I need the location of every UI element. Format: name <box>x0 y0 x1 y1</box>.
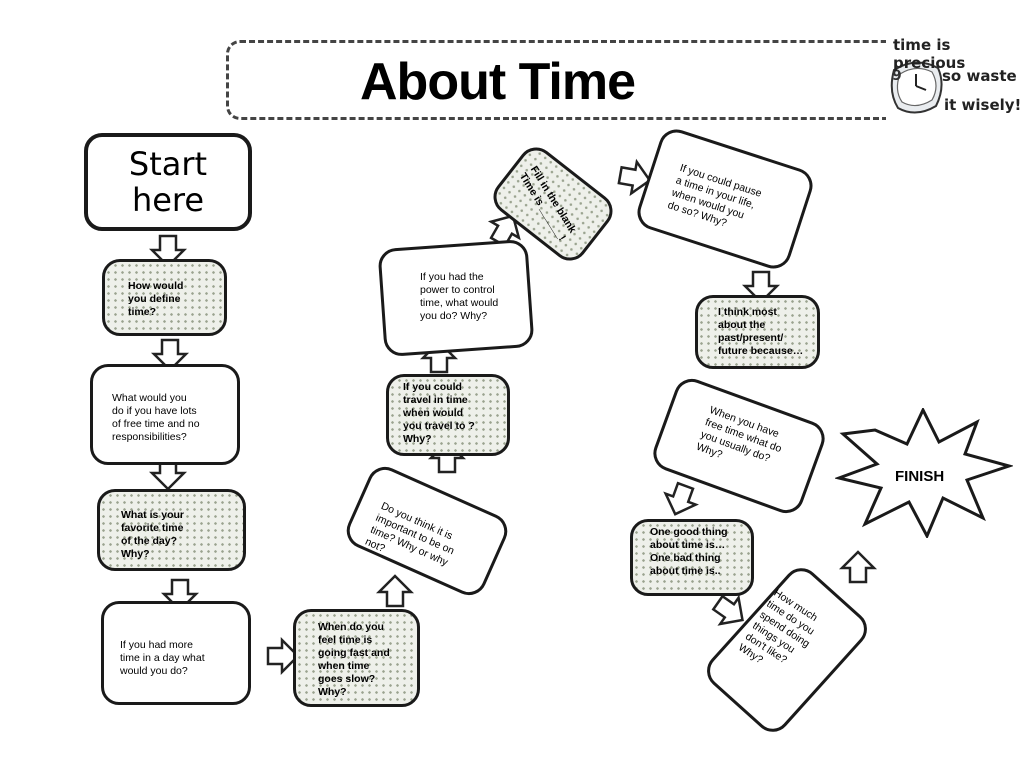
step-5-text: When do you feel time is going fast and … <box>318 621 390 698</box>
start-label: Start here <box>128 145 208 219</box>
step-7-text: If you could travel in time when would y… <box>403 381 475 445</box>
step-8-text: If you had the power to control time, wh… <box>420 271 499 322</box>
step-4-box <box>101 601 251 705</box>
arrow-icon <box>377 574 413 608</box>
step-3-text: What is your favorite time of the day? W… <box>121 509 185 560</box>
finish-burst <box>835 408 1013 538</box>
arrow-icon <box>840 550 876 584</box>
slogan-line-1: time is precious <box>893 36 966 72</box>
slogan-line-3: it wisely! <box>944 96 1022 114</box>
step-2-box <box>90 364 240 465</box>
step-4-text: If you had more time in a day what would… <box>120 639 205 677</box>
step-1-box <box>102 259 227 336</box>
step-2-text: What would you do if you have lots of fr… <box>112 392 200 443</box>
arrow-icon <box>658 479 702 521</box>
step-13-box <box>630 519 754 596</box>
start-box <box>84 133 252 231</box>
step-5-box <box>293 609 420 707</box>
step-7-box <box>386 374 510 456</box>
step-1-text: How would you define time? <box>128 280 184 318</box>
svg-text:9: 9 <box>892 68 902 84</box>
step-3-box <box>97 489 246 571</box>
step-11-box <box>695 295 820 369</box>
slogan-line-2: so waste <box>942 67 1017 85</box>
page-title: About Time <box>360 53 636 111</box>
title-frame <box>226 40 886 120</box>
finish-label: FINISH <box>895 468 945 485</box>
step-13-text: One good thing about time is… One bad th… <box>650 526 728 577</box>
step-11-text: I think most about the past/present/ fut… <box>718 306 804 357</box>
melting-clock-icon: 9 <box>890 61 943 114</box>
